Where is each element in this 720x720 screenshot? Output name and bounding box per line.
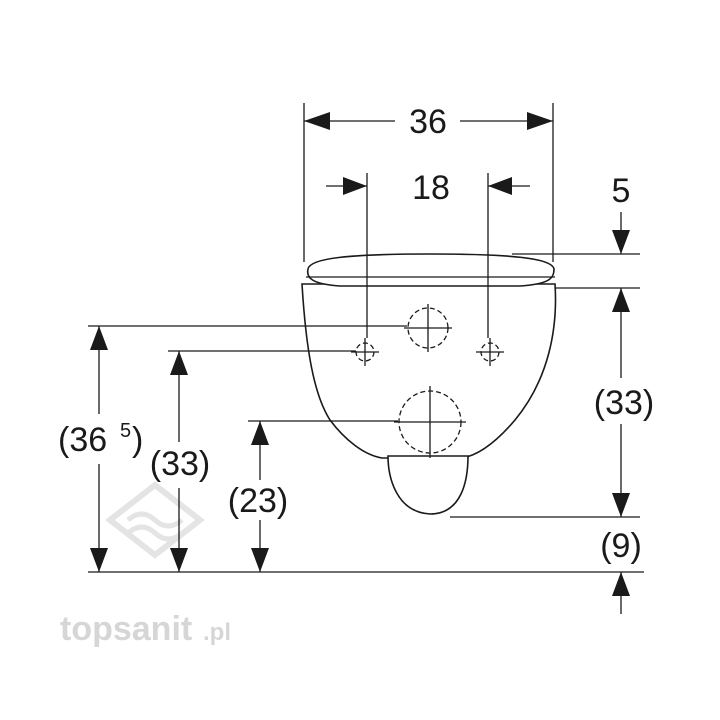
label-bowl-height: (33)	[594, 384, 654, 422]
watermark-text: topsanit .pl	[60, 610, 231, 648]
dimension-lower-fixing: (33)	[150, 350, 356, 572]
label-lower-fixing: (33)	[150, 445, 210, 483]
wc-bowl	[301, 253, 557, 515]
label-drain-height: (23)	[228, 482, 288, 520]
dimension-hole-spacing: 18	[326, 169, 530, 338]
label-top-fixing-close: )	[132, 421, 143, 459]
dimension-total-width: 36	[303, 103, 554, 262]
fixing-holes	[351, 304, 504, 458]
label-hole-spacing: 18	[412, 169, 450, 207]
dimension-outlet-height: (9)	[600, 527, 642, 614]
dimension-top-fixing: (36 5 )	[58, 325, 407, 572]
outlet-spigot	[387, 455, 469, 515]
seat-lid	[306, 253, 555, 287]
watermark-suffix: .pl	[203, 619, 231, 646]
watermark-brand: topsanit	[60, 610, 192, 648]
label-seat-thickness: 5	[612, 172, 631, 210]
watermark-logo	[105, 481, 205, 559]
label-width-total: 36	[409, 103, 447, 141]
dimension-drain-height: (23)	[228, 420, 398, 572]
label-top-fixing-sup: 5	[120, 420, 131, 442]
label-top-fixing: (36	[58, 421, 107, 459]
label-outlet-height: (9)	[600, 527, 642, 565]
dimension-seat-thickness: 5	[512, 172, 640, 289]
dimension-bowl-height: (33)	[450, 288, 654, 518]
